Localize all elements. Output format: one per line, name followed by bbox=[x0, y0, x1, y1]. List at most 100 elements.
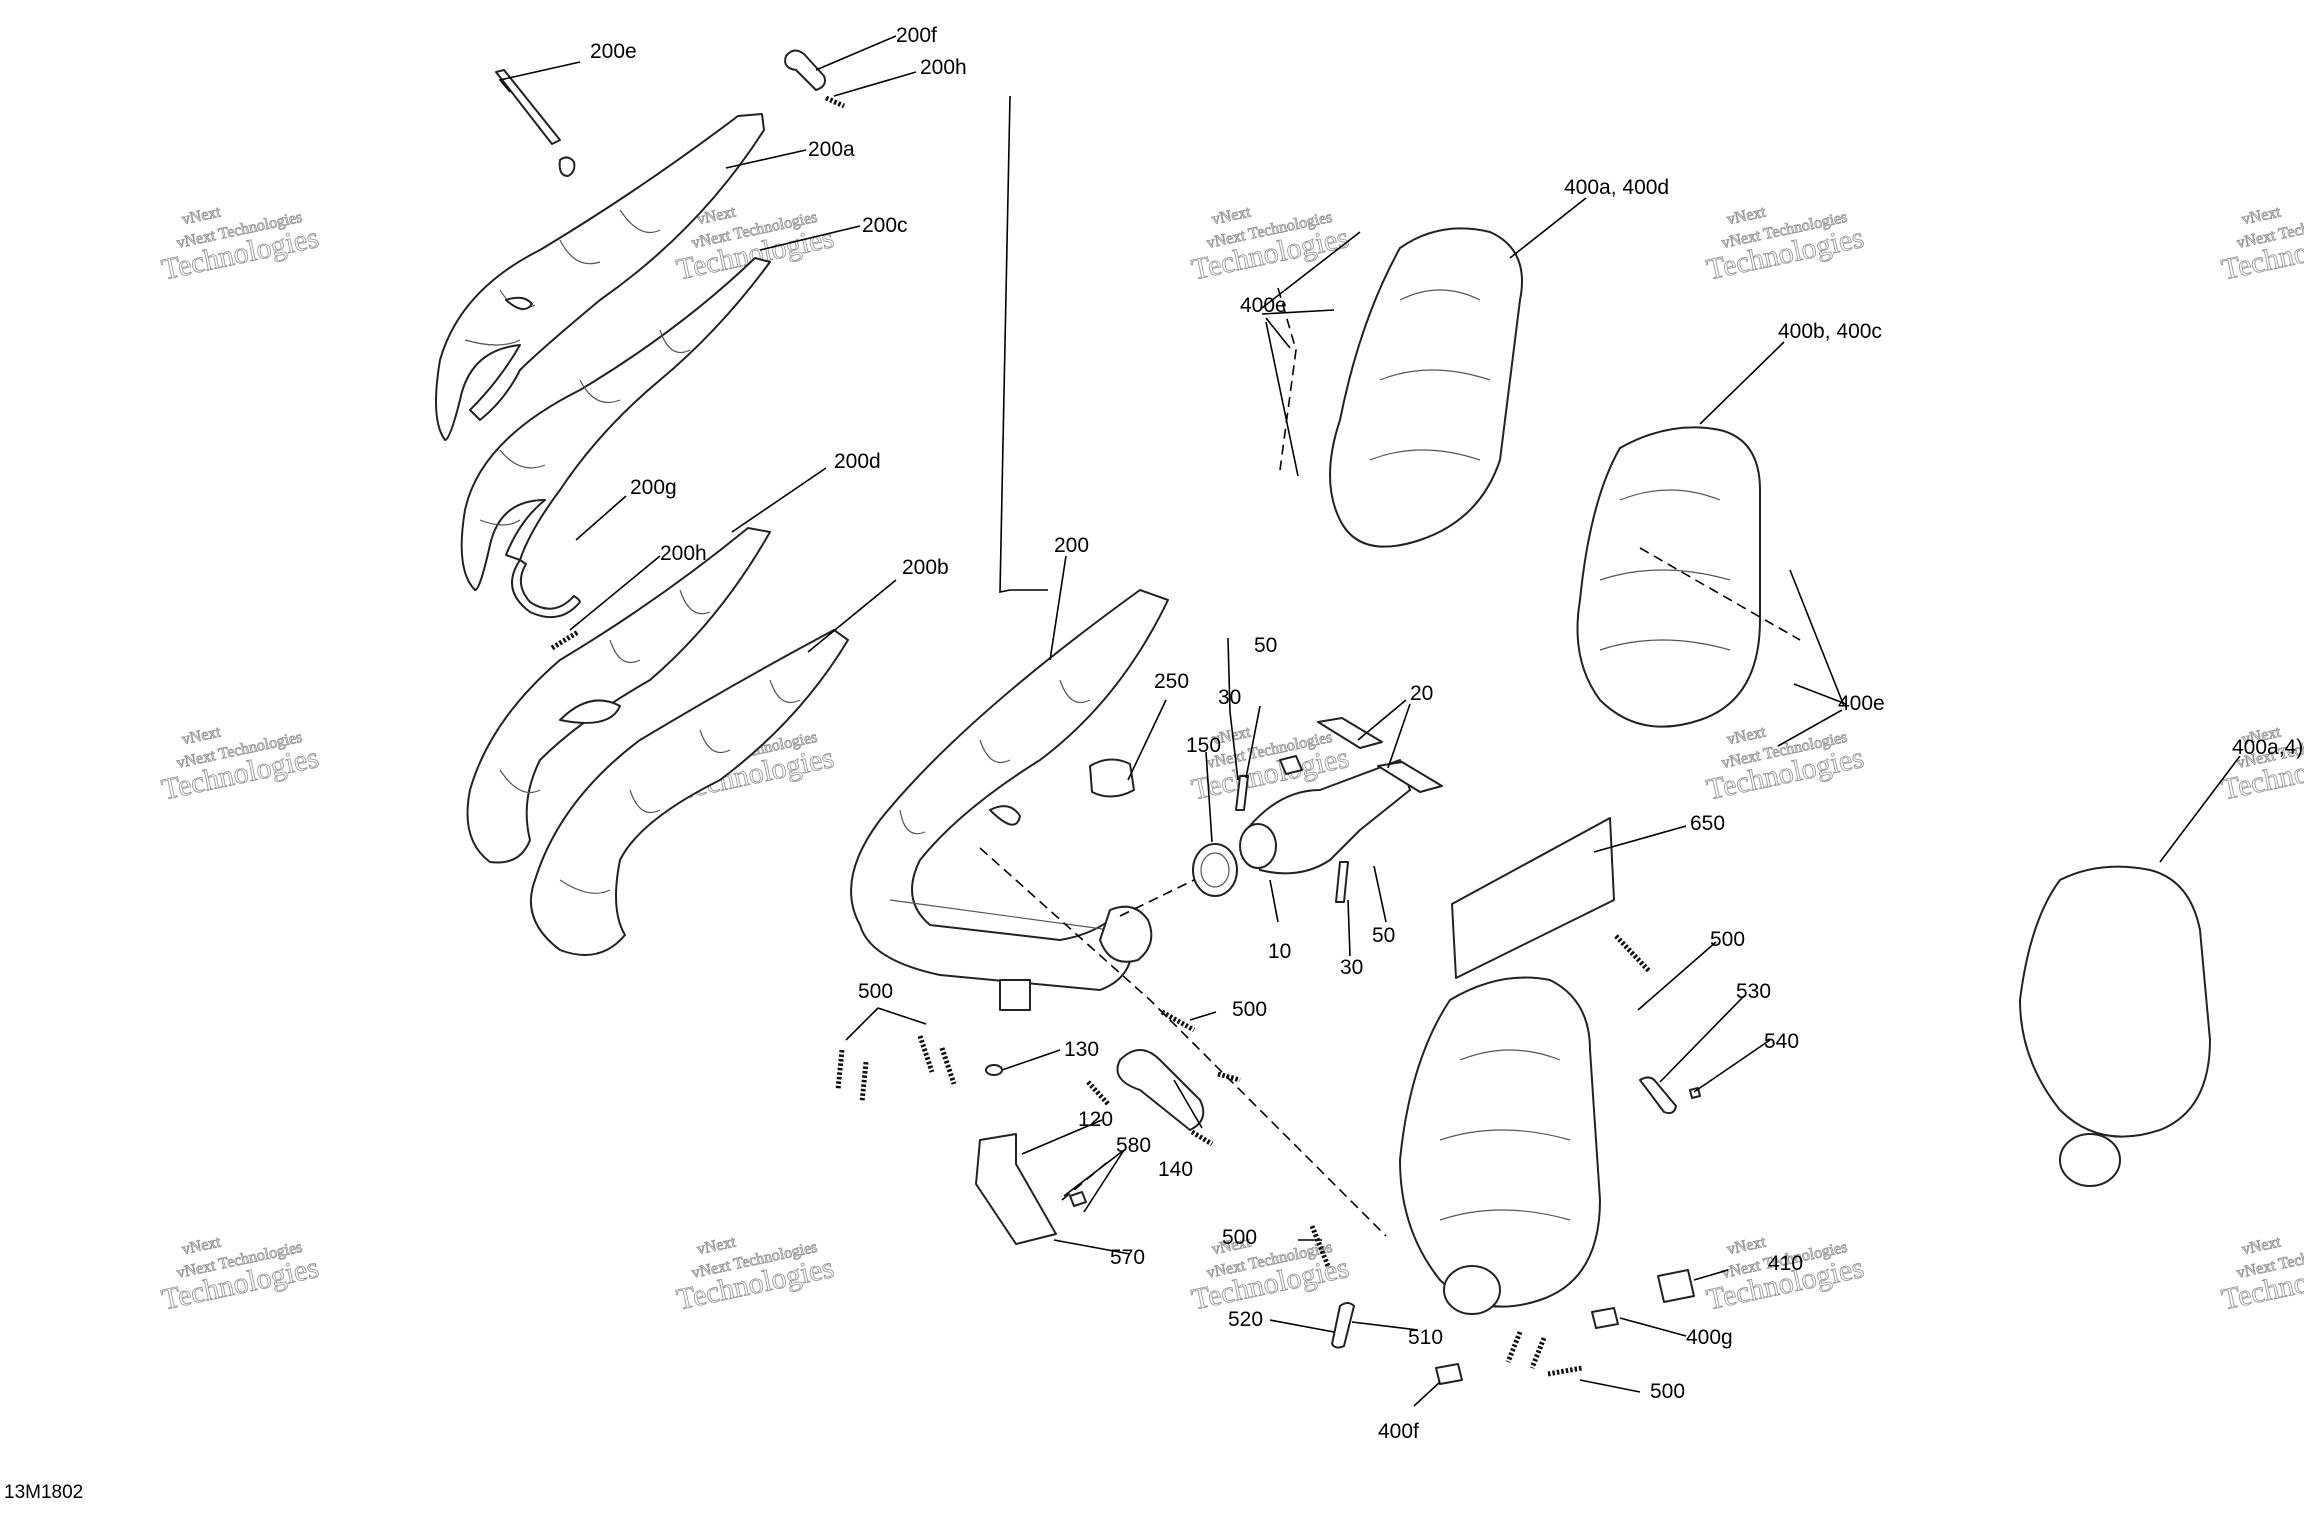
svg-text:vNext: vNext bbox=[180, 1233, 222, 1258]
callout-500-bb: 500 bbox=[1650, 1380, 1685, 1403]
watermark: vNext vNext Technologies Technologies bbox=[1703, 723, 1867, 807]
spring-500 bbox=[835, 1049, 845, 1091]
part-400b-housing bbox=[1576, 426, 1761, 728]
part-30-bolt-bot bbox=[1335, 861, 1349, 903]
callout-530: 530 bbox=[1736, 980, 1771, 1003]
callout-400-far: 400a,4) bbox=[2232, 736, 2303, 759]
watermark: vNext vNext Technologies Technologies bbox=[158, 203, 322, 287]
svg-text:vNext: vNext bbox=[180, 203, 222, 228]
spring-500 bbox=[1086, 1080, 1110, 1106]
callout-200h-mid: 200h bbox=[660, 542, 707, 565]
leader-lines bbox=[498, 35, 2241, 1407]
part-400f-pad bbox=[1435, 1363, 1463, 1385]
callout-120: 120 bbox=[1078, 1108, 1113, 1131]
callout-570: 570 bbox=[1110, 1246, 1145, 1269]
watermark: vNext vNext Technologies Technologies bbox=[1703, 203, 1867, 287]
part-200h-spring-mid bbox=[550, 629, 580, 651]
part-200g-ring bbox=[511, 559, 581, 619]
springs bbox=[835, 934, 1652, 1377]
callout-150: 150 bbox=[1186, 734, 1221, 757]
callout-500-bottom: 500 bbox=[1222, 1226, 1257, 1249]
callout-50-bot: 50 bbox=[1372, 924, 1395, 947]
part-200c-pipe bbox=[460, 257, 771, 591]
watermark: vNext vNext Technologies Technologies bbox=[158, 1233, 322, 1317]
dashed-line bbox=[1119, 879, 1195, 917]
part-410-bracket bbox=[1657, 1269, 1695, 1303]
watermark: vNext vNext Technologies Technologies bbox=[2218, 203, 2304, 287]
svg-text:vNext: vNext bbox=[2240, 203, 2282, 228]
part-130-bolt bbox=[985, 1064, 1003, 1076]
callout-540: 540 bbox=[1764, 1030, 1799, 1053]
part-200-pipe bbox=[850, 589, 1169, 1011]
callout-50-top: 50 bbox=[1254, 634, 1277, 657]
callout-200d: 200d bbox=[834, 450, 881, 473]
spring-500 bbox=[1614, 934, 1652, 974]
callout-580: 580 bbox=[1116, 1134, 1151, 1157]
part-650-heat-shield bbox=[1451, 817, 1615, 979]
svg-text:vNext: vNext bbox=[1725, 203, 1767, 228]
part-250-clamp bbox=[1089, 758, 1135, 798]
callout-400b-400c: 400b, 400c bbox=[1778, 320, 1882, 343]
diagram-code: 13M1802 bbox=[4, 1482, 83, 1503]
dashed-line bbox=[1639, 547, 1801, 641]
part-150-gasket bbox=[1192, 843, 1238, 897]
svg-text:vNext: vNext bbox=[1210, 203, 1252, 228]
part-140-pipe bbox=[1116, 1049, 1205, 1131]
part-200h-spring bbox=[824, 95, 846, 109]
part-200d-pipe bbox=[466, 527, 771, 864]
callout-520: 520 bbox=[1228, 1308, 1263, 1331]
callout-410: 410 bbox=[1768, 1252, 1803, 1275]
part-400-housing-far bbox=[2019, 865, 2211, 1187]
part-200b-pipe bbox=[529, 629, 849, 956]
callout-200c: 200c bbox=[862, 214, 908, 237]
callout-30-bot: 30 bbox=[1340, 956, 1363, 979]
callout-140: 140 bbox=[1158, 1158, 1193, 1181]
callout-510: 510 bbox=[1408, 1326, 1443, 1349]
callout-400e-right: 400e bbox=[1838, 692, 1885, 715]
spring-500 bbox=[1547, 1365, 1583, 1377]
dashed-line bbox=[979, 847, 1387, 1237]
callout-200f: 200f bbox=[896, 24, 937, 47]
spring-500 bbox=[939, 1047, 957, 1085]
part-510-strap bbox=[1331, 1302, 1355, 1349]
callout-130: 130 bbox=[1064, 1038, 1099, 1061]
watermark: vNext vNext Technologies Technologies bbox=[1188, 203, 1352, 287]
callout-200g: 200g bbox=[630, 476, 677, 499]
svg-text:vNext: vNext bbox=[1725, 723, 1767, 748]
part-580-bolt bbox=[1069, 1191, 1087, 1207]
callout-400a-400d: 400a, 400d bbox=[1564, 176, 1669, 199]
callout-200: 200 bbox=[1054, 534, 1089, 557]
callout-200h: 200h bbox=[920, 56, 967, 79]
spring-500 bbox=[1529, 1337, 1547, 1369]
watermark: vNext vNext Technologies Technologies bbox=[673, 1233, 837, 1317]
callout-20: 20 bbox=[1410, 682, 1433, 705]
part-200e-rod bbox=[495, 69, 576, 177]
callout-500-left: 500 bbox=[858, 980, 893, 1003]
callout-400e-top: 400e bbox=[1240, 294, 1287, 317]
callout-labels: 200e 200f 200h 200a 200c 200g 200d 200h … bbox=[590, 24, 2303, 1443]
callout-650: 650 bbox=[1690, 812, 1725, 835]
part-20-gaskets bbox=[1317, 717, 1443, 793]
dashed-line bbox=[1277, 287, 1297, 471]
part-120-bracket bbox=[975, 1133, 1057, 1245]
callout-250: 250 bbox=[1154, 670, 1189, 693]
watermark: vNext vNext Technologies Technologies bbox=[2218, 1233, 2304, 1317]
callout-400f: 400f bbox=[1378, 1420, 1419, 1443]
svg-text:vNext: vNext bbox=[1725, 1233, 1767, 1258]
spring-500 bbox=[1505, 1331, 1523, 1363]
part-50-washer bbox=[1279, 755, 1303, 775]
part-400a-housing bbox=[1329, 227, 1523, 548]
part-30-bolt-top bbox=[1235, 775, 1249, 811]
spring-500 bbox=[1160, 1009, 1196, 1033]
callout-400g: 400g bbox=[1686, 1326, 1733, 1349]
callout-500-mid: 500 bbox=[1232, 998, 1267, 1021]
spring-500 bbox=[917, 1035, 935, 1073]
part-530-clip bbox=[1639, 1076, 1677, 1115]
callout-500-right: 500 bbox=[1710, 928, 1745, 951]
callout-200e: 200e bbox=[590, 40, 637, 63]
part-400-lower-housing bbox=[1399, 976, 1601, 1315]
svg-text:vNext: vNext bbox=[695, 1233, 737, 1258]
spring-500 bbox=[1217, 1071, 1241, 1083]
spring-500 bbox=[859, 1061, 869, 1103]
